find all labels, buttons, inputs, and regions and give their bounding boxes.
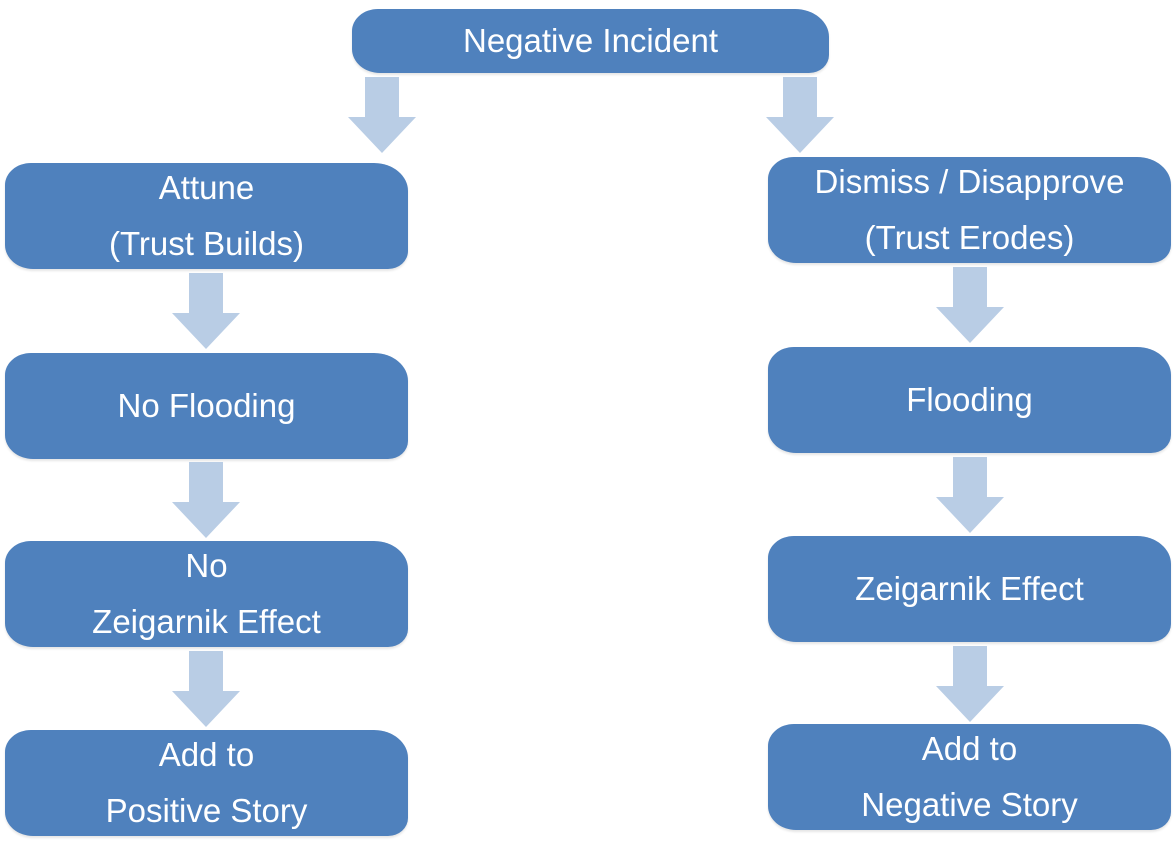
node-negative-story-line1: Add to: [921, 730, 1018, 767]
arrow-down-icon: [172, 651, 240, 727]
arrow-down-icon: [766, 77, 834, 153]
arrow-down-icon: [936, 646, 1004, 722]
node-attune-line2: (Trust Builds): [109, 225, 304, 262]
node-attune: Attune (Trust Builds): [5, 163, 408, 269]
node-no-zeigarnik-line2: Zeigarnik Effect: [92, 603, 321, 640]
node-positive-story-line1: Add to: [158, 736, 255, 773]
node-dismiss-disapprove: Dismiss / Disapprove (Trust Erodes): [768, 157, 1171, 263]
node-attune-line1: Attune: [158, 169, 255, 206]
node-dismiss-line1: Dismiss / Disapprove: [814, 163, 1125, 200]
arrow-down-icon: [348, 77, 416, 153]
node-dismiss-line2: (Trust Erodes): [864, 219, 1075, 256]
node-no-zeigarnik-effect: No Zeigarnik Effect: [5, 541, 408, 647]
node-positive-story: Add to Positive Story: [5, 730, 408, 836]
node-no-zeigarnik-line1: No: [185, 547, 228, 584]
arrow-down-icon: [172, 273, 240, 349]
node-zeigarnik-label: Zeigarnik Effect: [855, 570, 1084, 607]
node-zeigarnik-effect: Zeigarnik Effect: [768, 536, 1171, 642]
node-no-flooding: No Flooding: [5, 353, 408, 459]
node-flooding: Flooding: [768, 347, 1171, 453]
node-negative-incident-label: Negative Incident: [463, 22, 718, 59]
arrow-down-icon: [172, 462, 240, 538]
node-positive-story-line2: Positive Story: [105, 792, 308, 829]
node-no-flooding-label: No Flooding: [117, 387, 296, 424]
node-flooding-label: Flooding: [906, 381, 1033, 418]
node-negative-incident: Negative Incident: [352, 9, 829, 73]
node-negative-story-line2: Negative Story: [861, 786, 1078, 823]
arrow-down-icon: [936, 267, 1004, 343]
arrow-down-icon: [936, 457, 1004, 533]
node-negative-story: Add to Negative Story: [768, 724, 1171, 830]
